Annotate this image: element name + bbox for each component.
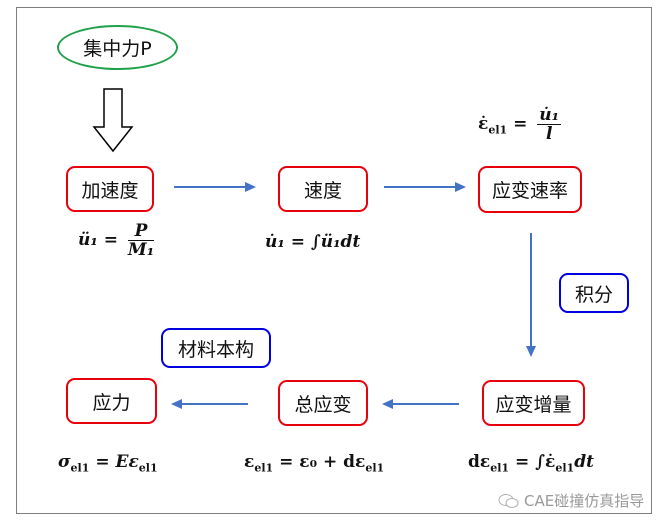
node-strain-increment: 应变增量 xyxy=(482,380,585,426)
hollow-down-arrow xyxy=(92,88,134,153)
node-stress-label: 应力 xyxy=(92,391,131,414)
node-strain-rate: 应变速率 xyxy=(478,166,582,213)
diagram-frame xyxy=(16,7,652,514)
node-acceleration-label: 加速度 xyxy=(81,179,139,202)
annotation-constitutive: 材料本构 xyxy=(161,328,271,368)
node-strain-increment-label: 应变增量 xyxy=(495,393,572,416)
watermark: CAE碰撞仿真指导 xyxy=(498,490,644,511)
node-total-strain-label: 总应变 xyxy=(294,393,352,416)
annotation-integration: 积分 xyxy=(559,273,629,313)
annotation-constitutive-label: 材料本构 xyxy=(177,338,254,361)
node-strain-rate-label: 应变速率 xyxy=(491,180,568,202)
formula-velocity: u̇₁ = ∫ü₁dt xyxy=(265,232,361,252)
start-node-label: 集中力P xyxy=(83,38,152,60)
annotation-integration-label: 积分 xyxy=(574,283,613,306)
node-acceleration: 加速度 xyxy=(66,166,154,212)
watermark-text: CAE碰撞仿真指导 xyxy=(524,492,645,510)
formula-strain-increment: dεel1 = ∫ε̇el1dt xyxy=(468,452,594,475)
wechat-icon xyxy=(498,493,520,509)
node-stress: 应力 xyxy=(66,378,157,424)
node-velocity: 速度 xyxy=(278,166,368,212)
node-velocity-label: 速度 xyxy=(303,179,342,202)
start-node-force: 集中力P xyxy=(57,25,178,70)
formula-stress: σel1 = Eεel1 xyxy=(58,452,158,475)
node-total-strain: 总应变 xyxy=(278,380,368,426)
formula-total-strain: εel1 = ε₀ + dεel1 xyxy=(244,452,385,475)
